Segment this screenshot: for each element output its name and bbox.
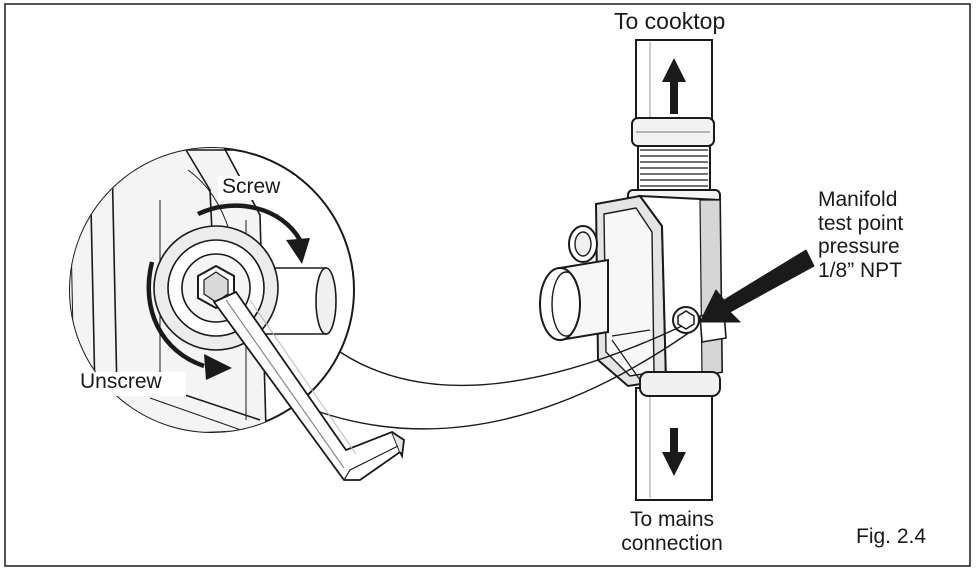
figure-number-label: Fig. 2.4 <box>856 525 927 548</box>
manifold-label-line-2: test point <box>818 211 904 235</box>
allen-key-icon <box>212 290 405 481</box>
flow-arrow-up-icon <box>662 58 686 114</box>
manifold-test-point-label: Manifold test point pressure 1/8” NPT <box>818 188 948 283</box>
manifold-label-line-3: pressure <box>818 235 900 259</box>
screw-label-backdrop <box>218 176 296 200</box>
screw-label: Screw <box>222 175 281 198</box>
unscrew-label-backdrop <box>76 372 186 396</box>
manifold-label-line-1: Manifold <box>818 188 898 211</box>
test-point-pointer-arrow-icon <box>699 249 815 323</box>
mains-label-line-2: connection <box>621 531 723 555</box>
mains-label-line-1: To mains <box>629 508 715 531</box>
flow-arrow-down-icon <box>662 428 686 476</box>
unscrew-rotation-arrow-icon <box>146 261 232 380</box>
unscrew-label: Unscrew <box>80 370 162 393</box>
screw-rotation-arrow-icon <box>197 203 310 264</box>
regulator-body <box>539 194 727 397</box>
manifold-label-line-4: 1/8” NPT <box>818 259 903 283</box>
to-mains-connection-label: To mains connection <box>606 508 738 555</box>
mains-label-backdrop <box>606 506 740 562</box>
to-cooktop-label: To cooktop <box>614 8 726 34</box>
callout-connector <box>297 325 691 430</box>
gas-pipe <box>635 39 713 501</box>
figure-frame <box>4 3 971 567</box>
